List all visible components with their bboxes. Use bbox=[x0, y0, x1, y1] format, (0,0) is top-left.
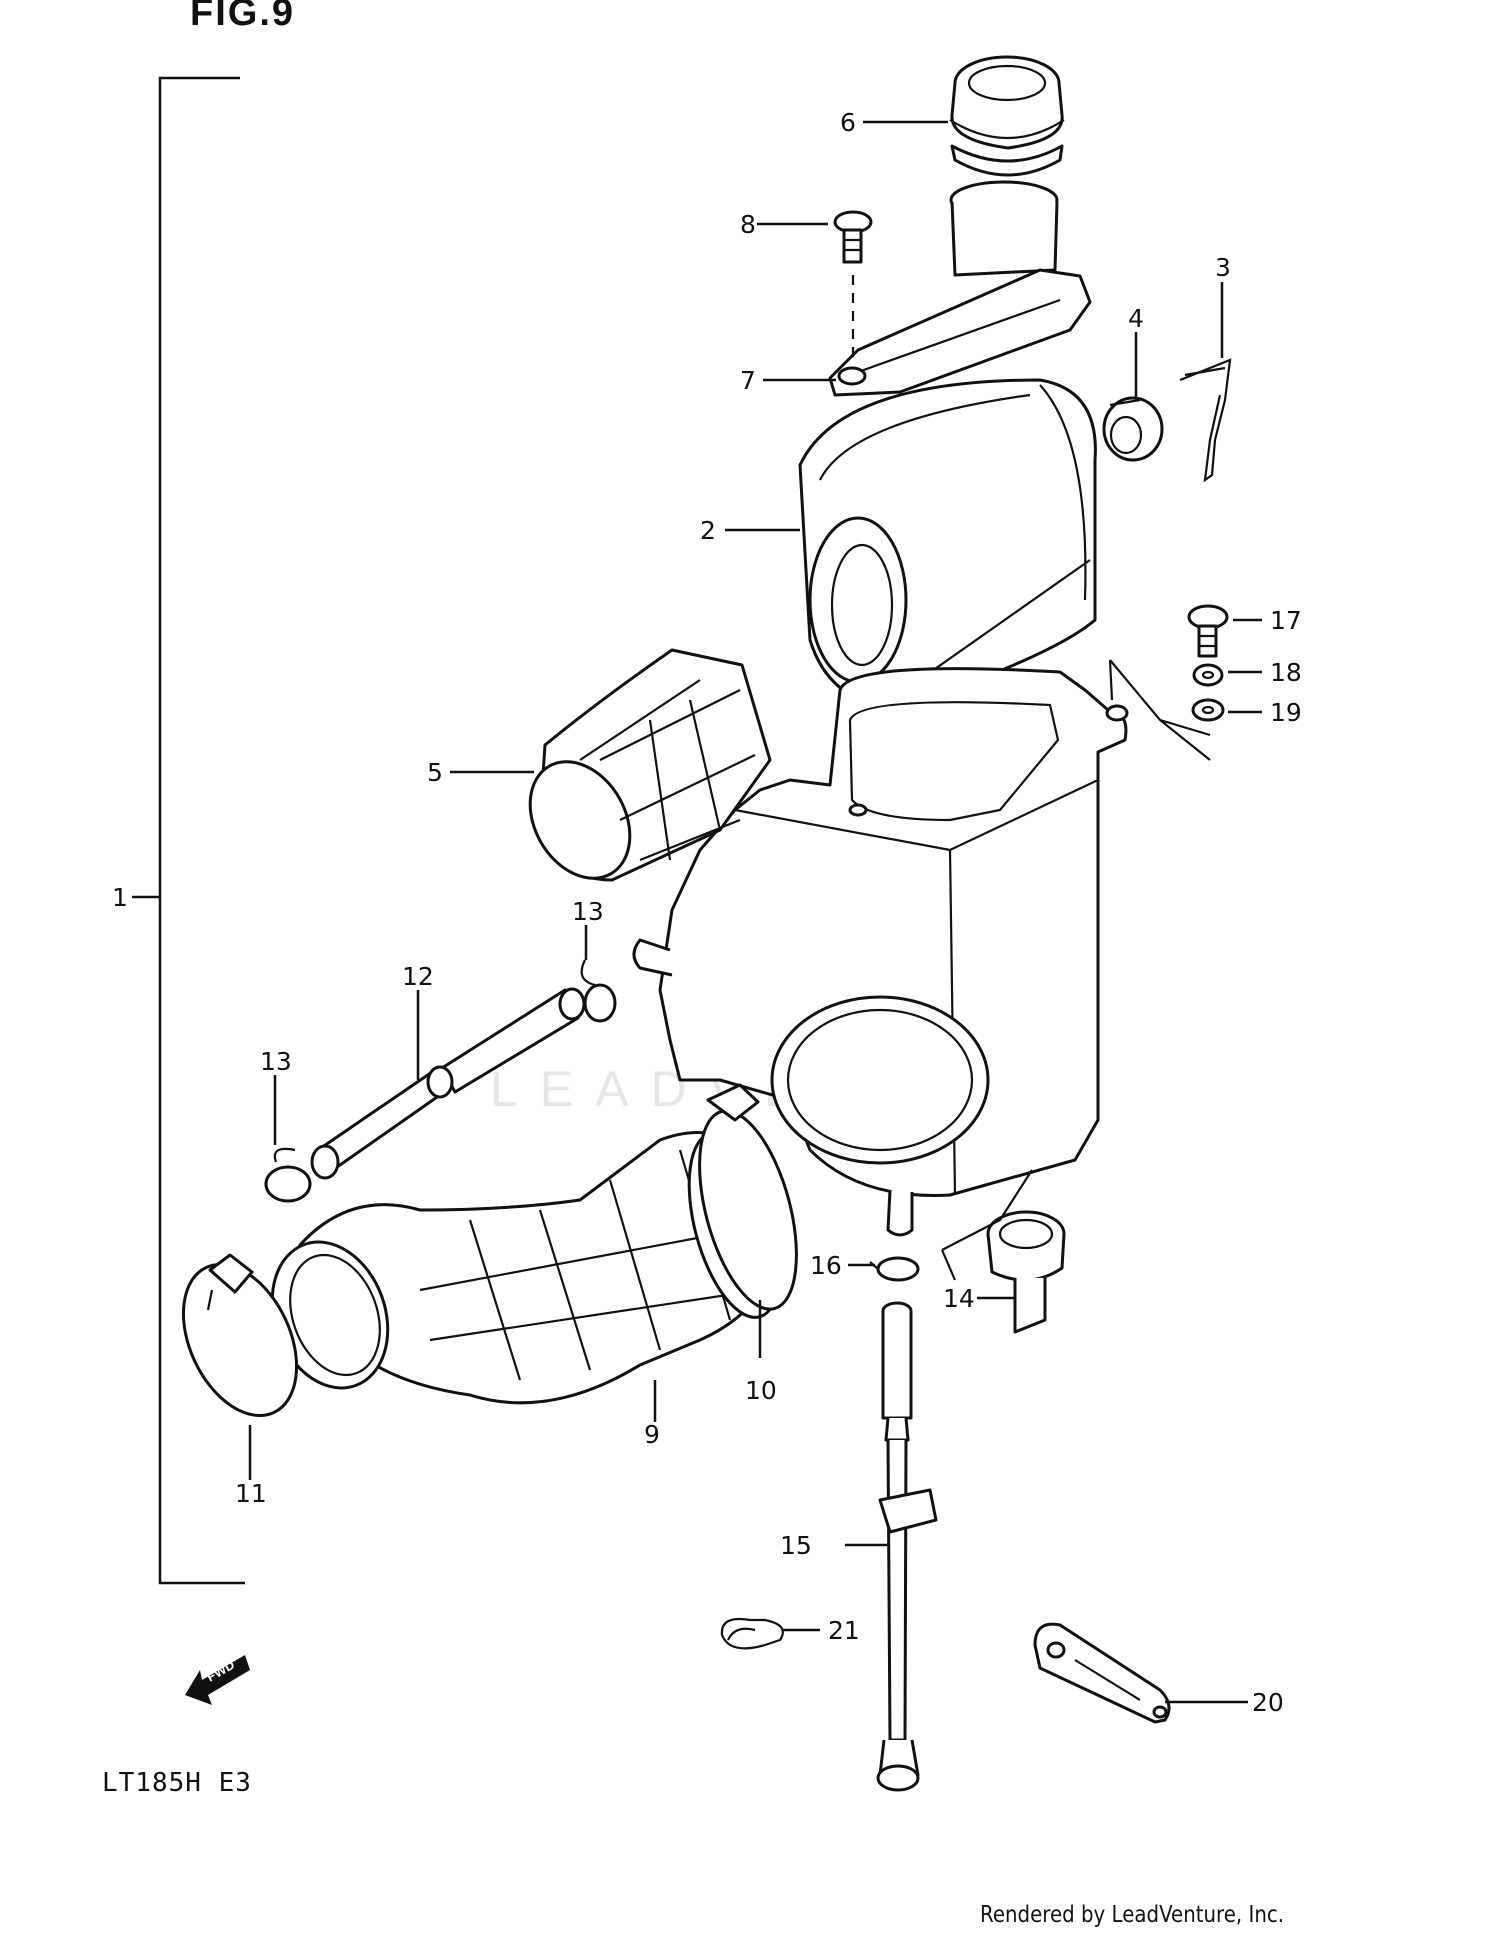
part-14-drain-plug[interactable] bbox=[986, 1210, 1066, 1334]
callout-1: 1 bbox=[112, 883, 128, 912]
figure-title: FIG.9 bbox=[190, 0, 296, 34]
part-19-washer[interactable] bbox=[1191, 698, 1225, 722]
callout-6: 6 bbox=[840, 108, 856, 137]
callout-20: 20 bbox=[1252, 1688, 1284, 1717]
callout-21: 21 bbox=[828, 1616, 860, 1645]
part-4-grommet[interactable] bbox=[1102, 396, 1164, 462]
render-credit: Rendered by LeadVenture, Inc. bbox=[980, 1902, 1285, 1928]
callout-13-lower: 13 bbox=[260, 1047, 292, 1076]
leader-lines bbox=[248, 120, 1262, 1704]
part-10-clamp[interactable] bbox=[681, 1083, 815, 1319]
fastener-guide-lines bbox=[1108, 659, 1211, 761]
part-16-clamp[interactable] bbox=[869, 1256, 920, 1282]
callout-12: 12 bbox=[402, 962, 434, 991]
callout-4: 4 bbox=[1128, 304, 1144, 333]
callout-labels: 1 2 3 4 5 6 7 8 9 10 11 12 13 13 14 15 1… bbox=[112, 108, 1302, 1717]
callout-19: 19 bbox=[1270, 698, 1302, 727]
part-8-screw[interactable] bbox=[833, 210, 873, 360]
part-7-case-cover[interactable] bbox=[828, 180, 1092, 397]
part-20-bracket[interactable] bbox=[1033, 1622, 1171, 1724]
drain-guide-lines bbox=[940, 1169, 1033, 1281]
callout-3: 3 bbox=[1215, 253, 1231, 282]
assembly-bracket bbox=[132, 76, 245, 1585]
model-code: LT185H E3 bbox=[102, 1768, 252, 1798]
part-13-hose-clamp-lower[interactable] bbox=[264, 1147, 312, 1203]
callout-11: 11 bbox=[235, 1479, 267, 1508]
part-3-clip[interactable] bbox=[1179, 358, 1232, 483]
callout-14: 14 bbox=[943, 1284, 975, 1313]
part-17-bolt[interactable] bbox=[1187, 604, 1229, 658]
callout-7: 7 bbox=[740, 366, 756, 395]
callout-18: 18 bbox=[1270, 658, 1302, 687]
callout-2: 2 bbox=[700, 516, 716, 545]
part-13-hose-clamp-upper[interactable] bbox=[580, 959, 617, 1023]
part-18-lock-washer[interactable] bbox=[1192, 663, 1224, 687]
callout-5: 5 bbox=[427, 758, 443, 787]
part-11-clamp[interactable] bbox=[161, 1246, 319, 1433]
part-12-breather-hose[interactable] bbox=[310, 987, 586, 1180]
callout-13-upper: 13 bbox=[572, 897, 604, 926]
fwd-arrow-icon: FWD bbox=[185, 1655, 250, 1705]
callout-17: 17 bbox=[1270, 606, 1302, 635]
part-1-air-cleaner-case[interactable] bbox=[632, 667, 1129, 1237]
callout-10: 10 bbox=[745, 1376, 777, 1405]
part-15-drain-tube[interactable] bbox=[876, 1301, 938, 1792]
part-6-intake-boot[interactable] bbox=[949, 55, 1065, 177]
callout-15: 15 bbox=[780, 1531, 812, 1560]
callout-9: 9 bbox=[644, 1420, 660, 1449]
part-2-filter-element[interactable] bbox=[798, 378, 1097, 710]
part-5-filter-cage[interactable] bbox=[510, 648, 772, 896]
callout-8: 8 bbox=[740, 210, 756, 239]
callout-16: 16 bbox=[810, 1251, 842, 1280]
part-21-clip[interactable] bbox=[720, 1617, 784, 1650]
